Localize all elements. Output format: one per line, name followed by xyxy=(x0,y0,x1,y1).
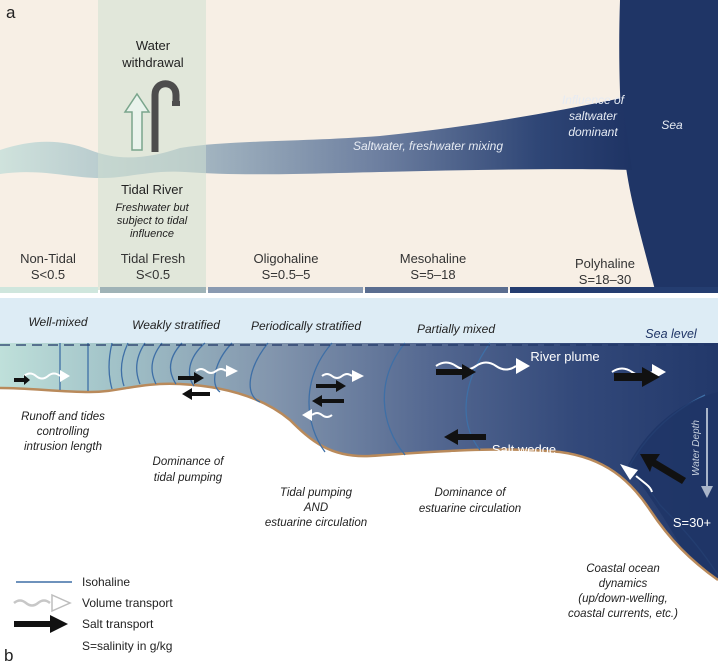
influence-line1: Influence of xyxy=(562,93,626,107)
sea-label: Sea xyxy=(661,118,683,132)
tidal-river-desc-3: influence xyxy=(130,228,174,240)
zone-bar-non-tidal xyxy=(0,287,98,293)
zone-bar-mesohaline xyxy=(365,287,508,293)
panel-a-label: a xyxy=(6,3,16,22)
estuarine-line1: Dominance of xyxy=(435,487,508,499)
volume-transport-arrows xyxy=(23,361,653,493)
coastal-line2: dynamics xyxy=(599,578,648,590)
zone-range-oligohaline: S=0.5–5 xyxy=(262,267,311,282)
salt-wedge-region xyxy=(628,392,718,578)
zone-range-mesohaline: S=5–18 xyxy=(410,267,455,282)
legend-salinity-note: S=salinity in g/kg xyxy=(82,639,172,653)
influence-line2: saltwater xyxy=(569,109,618,123)
tidal-river-desc-2: subject to tidal xyxy=(117,215,188,227)
zone-name-tidal-fresh: Tidal Fresh xyxy=(121,251,186,266)
tidal-estuarine-line2: AND xyxy=(303,502,328,514)
legend-volume-arrowhead xyxy=(51,593,72,613)
sea-region xyxy=(619,0,718,290)
tidal-pumping-line2: tidal pumping xyxy=(154,472,223,484)
coastal-line3: (up/down-welling, xyxy=(578,593,668,605)
zone-range-tidal-fresh: S<0.5 xyxy=(136,267,170,282)
water-depth-label: Water Depth xyxy=(691,420,702,476)
legend-salt-label: Salt transport xyxy=(82,617,154,631)
zone-name-polyhaline: Polyhaline xyxy=(575,256,635,271)
coastal-line1: Coastal ocean xyxy=(586,563,660,575)
salt-transport-arrows xyxy=(14,364,686,484)
water-depth-arrowhead xyxy=(701,486,713,498)
legend-volume-label: Volume transport xyxy=(82,596,173,610)
zone-range-polyhaline: S=18–30 xyxy=(579,272,631,287)
zone-name-mesohaline: Mesohaline xyxy=(400,251,467,266)
zone-bar-oligohaline xyxy=(208,287,363,293)
runoff-line1: Runoff and tides xyxy=(21,411,105,423)
water-withdrawal-line2: withdrawal xyxy=(121,55,184,70)
legend-salt-swatch xyxy=(14,615,68,633)
tidal-pumping-line1: Dominance of xyxy=(153,456,226,468)
runoff-line3: intrusion length xyxy=(24,441,102,453)
tidal-estuarine-line3: estuarine circulation xyxy=(265,517,367,529)
sky-band xyxy=(0,298,718,346)
zone-range-non-tidal: S<0.5 xyxy=(31,267,65,282)
tidal-river-title: Tidal River xyxy=(121,182,183,197)
pipe-icon xyxy=(151,80,180,152)
regime-weakly-stratified: Weakly stratified xyxy=(132,318,220,332)
mixing-label: Saltwater, freshwater mixing xyxy=(353,139,503,153)
regime-partially-mixed: Partially mixed xyxy=(417,322,495,336)
withdrawal-arrow-icon xyxy=(123,92,151,151)
salt-wedge-label: Salt wedge xyxy=(492,442,556,457)
sea-salinity-label: S=30+ xyxy=(673,515,711,530)
influence-line3: dominant xyxy=(568,125,618,139)
zone-name-oligohaline: Oligohaline xyxy=(253,251,318,266)
zone-bar-tidal-fresh xyxy=(100,287,206,293)
legend-volume-swatch xyxy=(13,599,51,607)
regime-periodically-stratified: Periodically stratified xyxy=(251,319,361,333)
panel-b-label: b xyxy=(4,646,13,664)
water-body xyxy=(0,343,718,580)
sea-level-label: Sea level xyxy=(645,327,698,341)
tidal-river-desc-1: Freshwater but xyxy=(115,202,189,214)
seabed-line xyxy=(0,382,718,582)
legend-isohaline-label: Isohaline xyxy=(82,575,130,589)
river-plume-label: River plume xyxy=(530,349,599,364)
estuarine-line2: estuarine circulation xyxy=(419,503,521,515)
regime-well-mixed: Well-mixed xyxy=(28,315,87,329)
runoff-line2: controlling xyxy=(37,426,90,438)
legend: Isohaline Volume transport Salt transpor… xyxy=(13,575,173,653)
coastal-line4: coastal currents, etc.) xyxy=(568,608,678,620)
zone-bar-polyhaline xyxy=(510,287,718,293)
zone-name-non-tidal: Non-Tidal xyxy=(20,251,76,266)
tidal-estuarine-line1: Tidal pumping xyxy=(280,487,353,499)
water-withdrawal-line1: Water xyxy=(136,38,171,53)
